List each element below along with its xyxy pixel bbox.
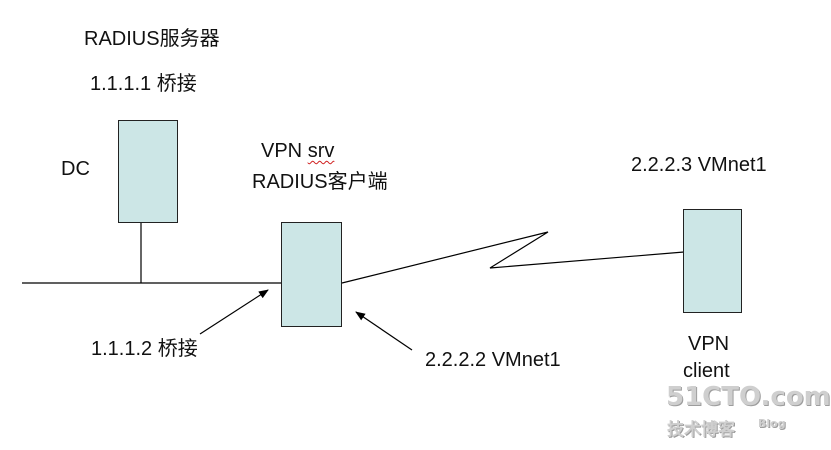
vpn-client-label-line1: VPN xyxy=(688,333,730,355)
dc-ip-label: 1.1.1.1 桥接 xyxy=(90,73,197,95)
wan-lightning-link xyxy=(341,231,685,284)
vpn-server-node xyxy=(281,222,342,327)
vpn-client-label-line2: client xyxy=(683,360,730,382)
watermark-caption: 技术博客 xyxy=(667,420,735,440)
radius-client-label: RADIUS客户端 xyxy=(252,171,388,193)
watermark-blog: Blog xyxy=(758,417,786,430)
vmnet1-srv-ip-label: 2.2.2.2 VMnet1 xyxy=(425,349,561,371)
dc-node xyxy=(118,120,178,223)
bridge-ip-label: 1.1.1.2 桥接 xyxy=(91,338,198,360)
vpn-srv-label: VPN srv xyxy=(261,139,334,163)
watermark-site: 51CTO.com xyxy=(666,382,831,412)
vmnet1-client-ip-label: 2.2.2.3 VMnet1 xyxy=(631,154,767,176)
radius-server-label: RADIUS服务器 xyxy=(84,28,220,50)
network-diagram: RADIUS服务器 1.1.1.1 桥接 DC VPN srv RADIUS客户… xyxy=(22,28,831,440)
connections-layer xyxy=(22,222,685,351)
arrow-to-vmnet1-ip xyxy=(355,311,413,351)
vpn-client-node xyxy=(683,209,742,313)
arrow-to-bridge-ip xyxy=(199,289,269,335)
vpn-srv-suffix: srv xyxy=(307,140,335,162)
dc-label: DC xyxy=(61,158,90,180)
vpn-srv-prefix: VPN xyxy=(261,140,308,162)
